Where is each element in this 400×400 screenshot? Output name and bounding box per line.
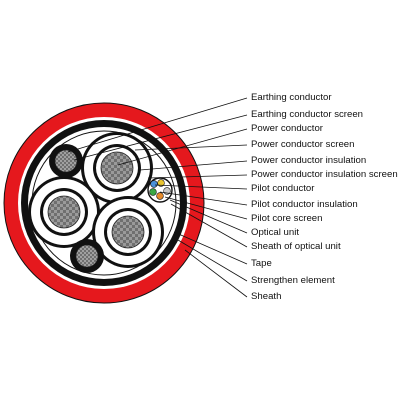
label-tape: Tape bbox=[251, 258, 272, 269]
label-earthing-conductor-screen: Earthing conductor screen bbox=[251, 109, 363, 120]
optical-unit bbox=[147, 177, 173, 203]
label-power-conductor-screen: Power conductor screen bbox=[251, 139, 355, 150]
label-optical-unit: Optical unit bbox=[251, 227, 299, 238]
label-pilot-conductor-insulation: Pilot conductor insulation bbox=[251, 199, 358, 210]
label-sheath: Sheath bbox=[251, 291, 282, 302]
power-core-right bbox=[92, 196, 164, 268]
label-pilot-core-screen: Pilot core screen bbox=[251, 213, 323, 224]
label-sheath-of-optical-unit: Sheath of optical unit bbox=[251, 241, 341, 252]
label-power-conductor: Power conductor bbox=[251, 123, 323, 134]
power-core-left bbox=[28, 176, 100, 248]
earthing-conductor-bottom bbox=[70, 239, 104, 273]
label-power-conductor-insulation-screen: Power conductor insulation screen bbox=[251, 169, 398, 180]
label-power-conductor-insulation: Power conductor insulation bbox=[251, 155, 367, 166]
label-strengthen-element: Strengthen element bbox=[251, 275, 335, 286]
leader-lines bbox=[67, 97, 248, 298]
label-earthing-conductor: Earthing conductor bbox=[251, 92, 332, 103]
label-pilot-conductor: Pilot conductor bbox=[251, 183, 315, 194]
earthing-conductor-top bbox=[49, 144, 83, 178]
